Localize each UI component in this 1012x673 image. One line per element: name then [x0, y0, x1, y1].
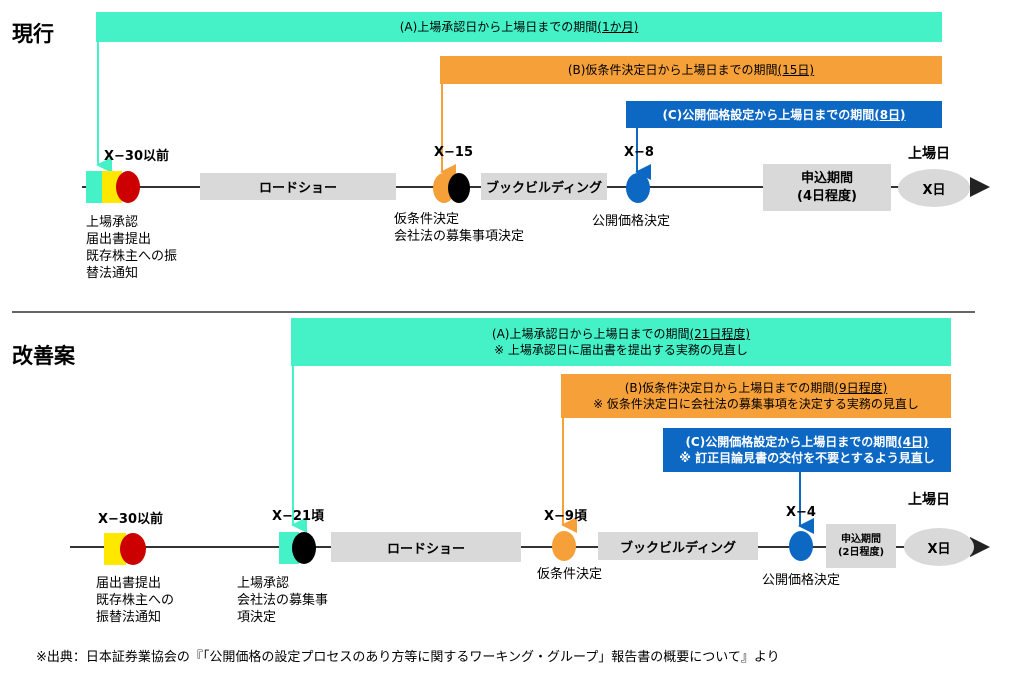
current-start-teal-block — [86, 171, 104, 203]
current-period-c-bar: (C)公開価格設定から上場日までの期間(8日) — [626, 101, 942, 128]
improved-period-a-bar: (A)上場承認日から上場日までの期間(21日程度) ※ 上場承認日に届出書を提出… — [291, 318, 951, 366]
improved-marker-start-label: X−30以前 — [98, 512, 164, 527]
current-x-day-ellipse: X日 — [898, 169, 970, 207]
source-footnote: ※出典：日本証券業協会の『「公開価格の設定プロセスのあり方等に関するワーキング・… — [36, 650, 780, 665]
current-roadshow-box: ロードショー — [200, 173, 396, 200]
current-start-description: 上場承認届出書提出既存株主への振替法通知 — [86, 215, 178, 281]
improved-period-c-bar: (C)公開価格設定から上場日までの期間(4日) ※ 訂正目論見書の交付を不要とす… — [663, 428, 951, 472]
improved-subscription-box: 申込期間 (2日程度) — [826, 524, 896, 568]
section-title-improved: 改善案 — [12, 344, 75, 368]
improved-marker-x4-label: X−4 — [786, 505, 816, 520]
improved-x21-black-marker — [292, 532, 316, 564]
current-subscription-box: 申込期間 (4日程度) — [763, 164, 891, 211]
current-marker-x15-label: X−15 — [434, 145, 474, 160]
improved-start-red-marker — [120, 533, 146, 565]
improved-x9-description: 仮条件決定 — [537, 567, 603, 582]
improved-roadshow-box: ロードショー — [331, 532, 521, 562]
improved-listing-day-label: 上場日 — [908, 492, 950, 508]
current-x15-black-marker — [448, 173, 470, 203]
current-bookbuilding-box: ブックビルディング — [481, 173, 607, 200]
improved-x9-orange-marker — [552, 531, 576, 561]
improved-marker-x9-label: X−9頃 — [544, 509, 587, 524]
current-listing-day-label: 上場日 — [908, 146, 950, 162]
improved-x4-blue-marker — [789, 531, 813, 561]
improved-marker-x21-label: X−21頃 — [272, 509, 325, 524]
current-period-b-bar: (B)仮条件決定日から上場日までの期間(15日) — [440, 56, 942, 84]
improved-bookbuilding-box: ブックビルディング — [598, 532, 758, 560]
section-title-current: 現行 — [12, 22, 54, 46]
current-start-red-marker — [116, 171, 140, 203]
improved-period-b-bar: (B)仮条件決定日から上場日までの期間(9日程度) ※ 仮条件決定日に会社法の募… — [561, 374, 951, 418]
current-period-a-bar: (A)上場承認日から上場日までの期間(1か月) — [96, 12, 942, 42]
improved-x-day-ellipse: X日 — [904, 528, 974, 566]
improved-start-description: 届出書提出既存株主への振替法通知 — [96, 576, 175, 625]
current-x15-description: 仮条件決定会社法の募集事項決定 — [394, 212, 525, 244]
current-x8-blue-marker — [626, 173, 650, 203]
current-marker-x8-label: X−8 — [624, 145, 654, 160]
improved-x4-description: 公開価格決定 — [762, 573, 841, 588]
improved-x21-description: 上場承認会社法の募集事項決定 — [237, 576, 329, 625]
current-marker-start-label: X−30以前 — [104, 149, 170, 164]
current-x8-description: 公開価格決定 — [592, 214, 671, 229]
